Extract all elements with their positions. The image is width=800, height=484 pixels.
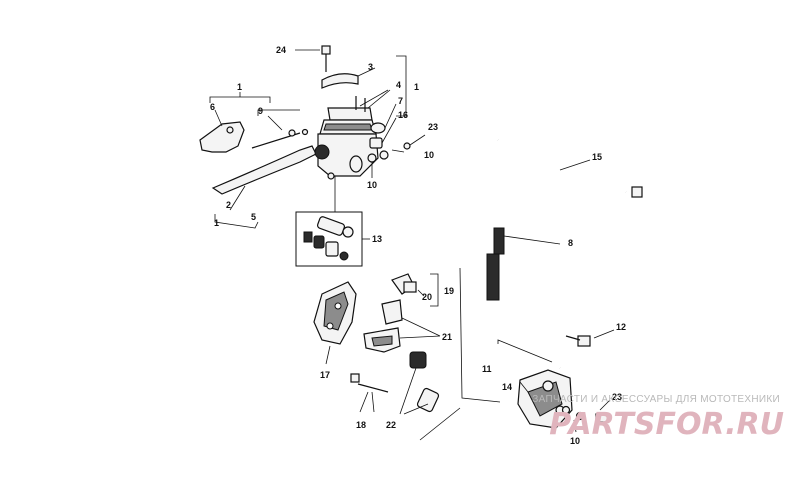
- callout-2: 2: [226, 200, 231, 210]
- callout-1b: 1: [414, 82, 419, 92]
- brake-lever-part-2: [211, 145, 317, 195]
- callout-3: 3: [368, 62, 373, 72]
- callout-8: 8: [568, 238, 573, 248]
- callout-1a: 1: [237, 82, 242, 92]
- master-cylinder-body: [317, 133, 379, 177]
- callout-16: 16: [398, 110, 408, 120]
- clip-part-20: [391, 273, 439, 307]
- callout-20: 20: [422, 292, 432, 302]
- callout-labels: 1 1 1 2 3 4 5 6 7 8 9 10 10 10 11 12 13 …: [210, 45, 626, 446]
- callout-24: 24: [276, 45, 286, 55]
- callout-21: 21: [442, 332, 452, 342]
- pin-part-18: [350, 373, 389, 413]
- bushing-part-22: [399, 351, 440, 415]
- callout-6: 6: [210, 102, 215, 112]
- callout-13: 13: [372, 234, 382, 244]
- callout-18: 18: [356, 420, 366, 430]
- callout-1c: 1: [214, 218, 219, 228]
- lever-guard-part-6: [199, 121, 245, 153]
- callout-10b: 10: [367, 180, 377, 190]
- caliper-group: [419, 267, 615, 441]
- callout-7: 7: [398, 96, 403, 106]
- callout-15: 15: [592, 152, 602, 162]
- callout-12: 12: [616, 322, 626, 332]
- caliper-bracket-part-17: [313, 281, 357, 365]
- callout-23b: 23: [612, 392, 622, 402]
- piston-kit-box: [295, 176, 370, 267]
- switch-cable-part-15: [496, 139, 643, 198]
- callout-5: 5: [251, 212, 256, 222]
- master-cylinder-group: [295, 45, 426, 180]
- callout-10a: 10: [424, 150, 434, 160]
- watermark-tagline: ЗАПЧАСТИ И АКСЕССУАРЫ ДЛЯ МОТОТЕХНИКИ: [532, 394, 780, 405]
- callout-10c: 10: [570, 436, 580, 446]
- pad-parts-part-21: [363, 299, 441, 353]
- callout-19: 19: [444, 286, 454, 296]
- callout-22: 22: [386, 420, 396, 430]
- clamp-part-3: [321, 73, 359, 89]
- callout-17: 17: [320, 370, 330, 380]
- callout-4: 4: [396, 80, 401, 90]
- callout-11: 11: [482, 364, 492, 374]
- lever-group: [199, 92, 317, 229]
- watermark-logo: PARTSFOR.RU: [549, 407, 784, 442]
- callout-14: 14: [502, 382, 512, 392]
- callout-9: 9: [258, 106, 263, 116]
- watermark: ЗАПЧАСТИ И АКСЕССУАРЫ ДЛЯ МОТОТЕХНИКИ PA…: [532, 394, 784, 442]
- callout-23a: 23: [428, 122, 438, 132]
- brake-hose-part-8: [399, 166, 561, 370]
